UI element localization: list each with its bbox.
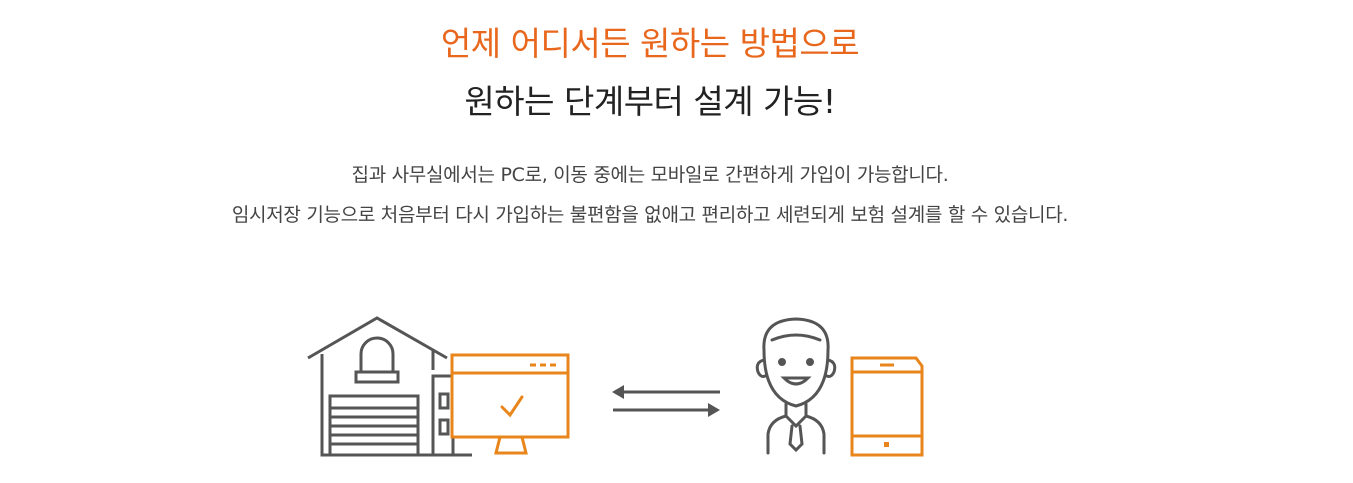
pc-monitor-icon	[450, 353, 570, 455]
description-line-1: 집과 사무실에서는 PC로, 이동 중에는 모바일로 간편하게 가입이 가능합니…	[351, 164, 949, 186]
description-line-2: 임시저장 기능으로 처음부터 다시 가입하는 불편함을 없애고 편리하고 세련되…	[231, 204, 1069, 226]
house-icon	[307, 316, 472, 457]
person-icon	[755, 317, 837, 455]
illustration	[307, 316, 924, 457]
tablet-icon	[850, 356, 924, 457]
headline-accent: 언제 어디서든 원하는 방법으로	[440, 24, 860, 63]
headline-main: 원하는 단계부터 설계 가능!	[464, 82, 836, 121]
checkmark-icon	[500, 395, 524, 418]
sync-arrows-icon	[612, 385, 720, 417]
